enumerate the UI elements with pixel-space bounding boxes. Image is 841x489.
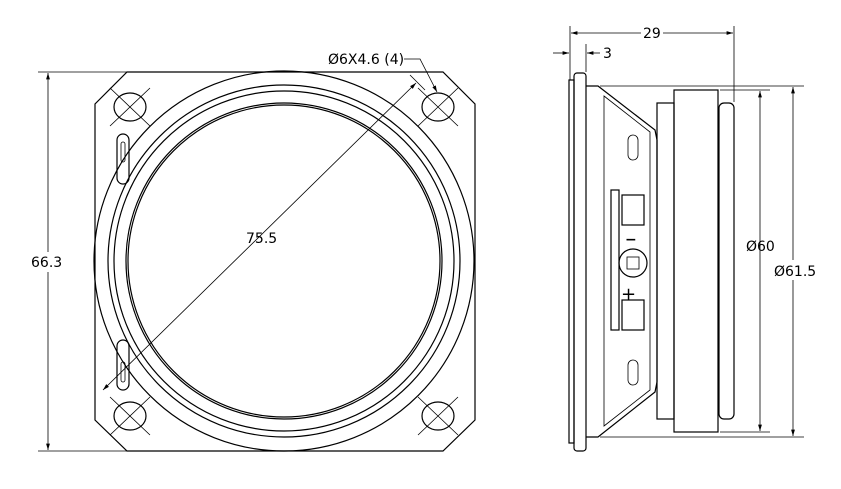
- frame-outline: [94, 71, 476, 452]
- vent-screw: [618, 248, 648, 278]
- body-diameter-label: Ø61.5: [774, 264, 816, 280]
- terminal-minus-label: −: [625, 232, 637, 248]
- magnet: [673, 89, 719, 433]
- hole-callout-label: Ø6X4.6 (4): [328, 52, 404, 68]
- flange: [573, 72, 587, 452]
- flange-dimension-label: 3: [603, 46, 612, 62]
- depth-dimension-label: 29: [643, 26, 661, 42]
- terminal-plus-block: [621, 299, 645, 331]
- callout-leader: [404, 58, 438, 93]
- front-view: 75.5 Ø6X4.6 (4) 66.3: [28, 52, 476, 452]
- mounting-hole: [417, 87, 459, 127]
- mounting-holes: [109, 87, 459, 436]
- mounting-hole: [417, 396, 459, 436]
- terminal-tab: [627, 359, 639, 386]
- side-view: − + 29 3 Ø60 Ø61.5: [553, 26, 816, 452]
- terminal-bottom: [116, 339, 130, 391]
- diagonal-dimension-label: 75.5: [246, 231, 277, 247]
- front-plate: [656, 102, 675, 420]
- mounting-hole: [109, 87, 151, 127]
- gasket-plate: [568, 79, 575, 444]
- back-plate: [718, 102, 735, 420]
- vent-square: [626, 256, 640, 270]
- mounting-hole: [109, 396, 151, 436]
- basket-inner: [603, 95, 651, 427]
- gasket-ring: [107, 84, 461, 438]
- magnet-diameter-label: Ø60: [746, 239, 775, 255]
- terminal-minus-block: [621, 194, 645, 226]
- diagonal-dimension-line: [102, 82, 417, 391]
- terminal-tab: [627, 134, 639, 161]
- surround-ring: [113, 90, 455, 432]
- terminal-board: [610, 189, 620, 331]
- gasket-outer: [93, 70, 475, 452]
- extension-line: [409, 74, 426, 91]
- height-dimension-label: 66.3: [31, 255, 62, 271]
- terminal-plus-label: +: [621, 284, 636, 305]
- cone-edge-inner: [127, 104, 441, 418]
